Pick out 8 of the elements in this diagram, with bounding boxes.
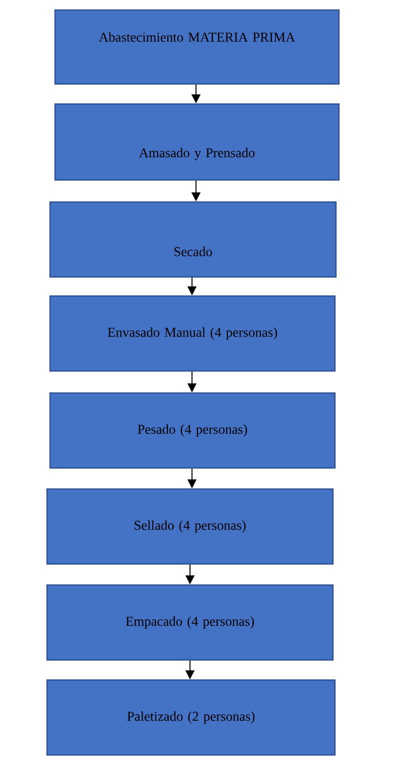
process-box: Empacado (4 personas) — [46, 584, 334, 661]
process-box: Paletizado (2 personas) — [46, 679, 336, 756]
process-box: Abastecimiento MATERIA PRIMA — [54, 9, 340, 85]
process-box: Pesado (4 personas) — [49, 392, 336, 469]
process-box: Envasado Manual (4 personas) — [49, 295, 336, 372]
process-box: Amasado y Prensado — [54, 103, 340, 181]
process-box: Secado — [49, 201, 337, 278]
process-box: Sellado (4 personas) — [46, 488, 334, 565]
